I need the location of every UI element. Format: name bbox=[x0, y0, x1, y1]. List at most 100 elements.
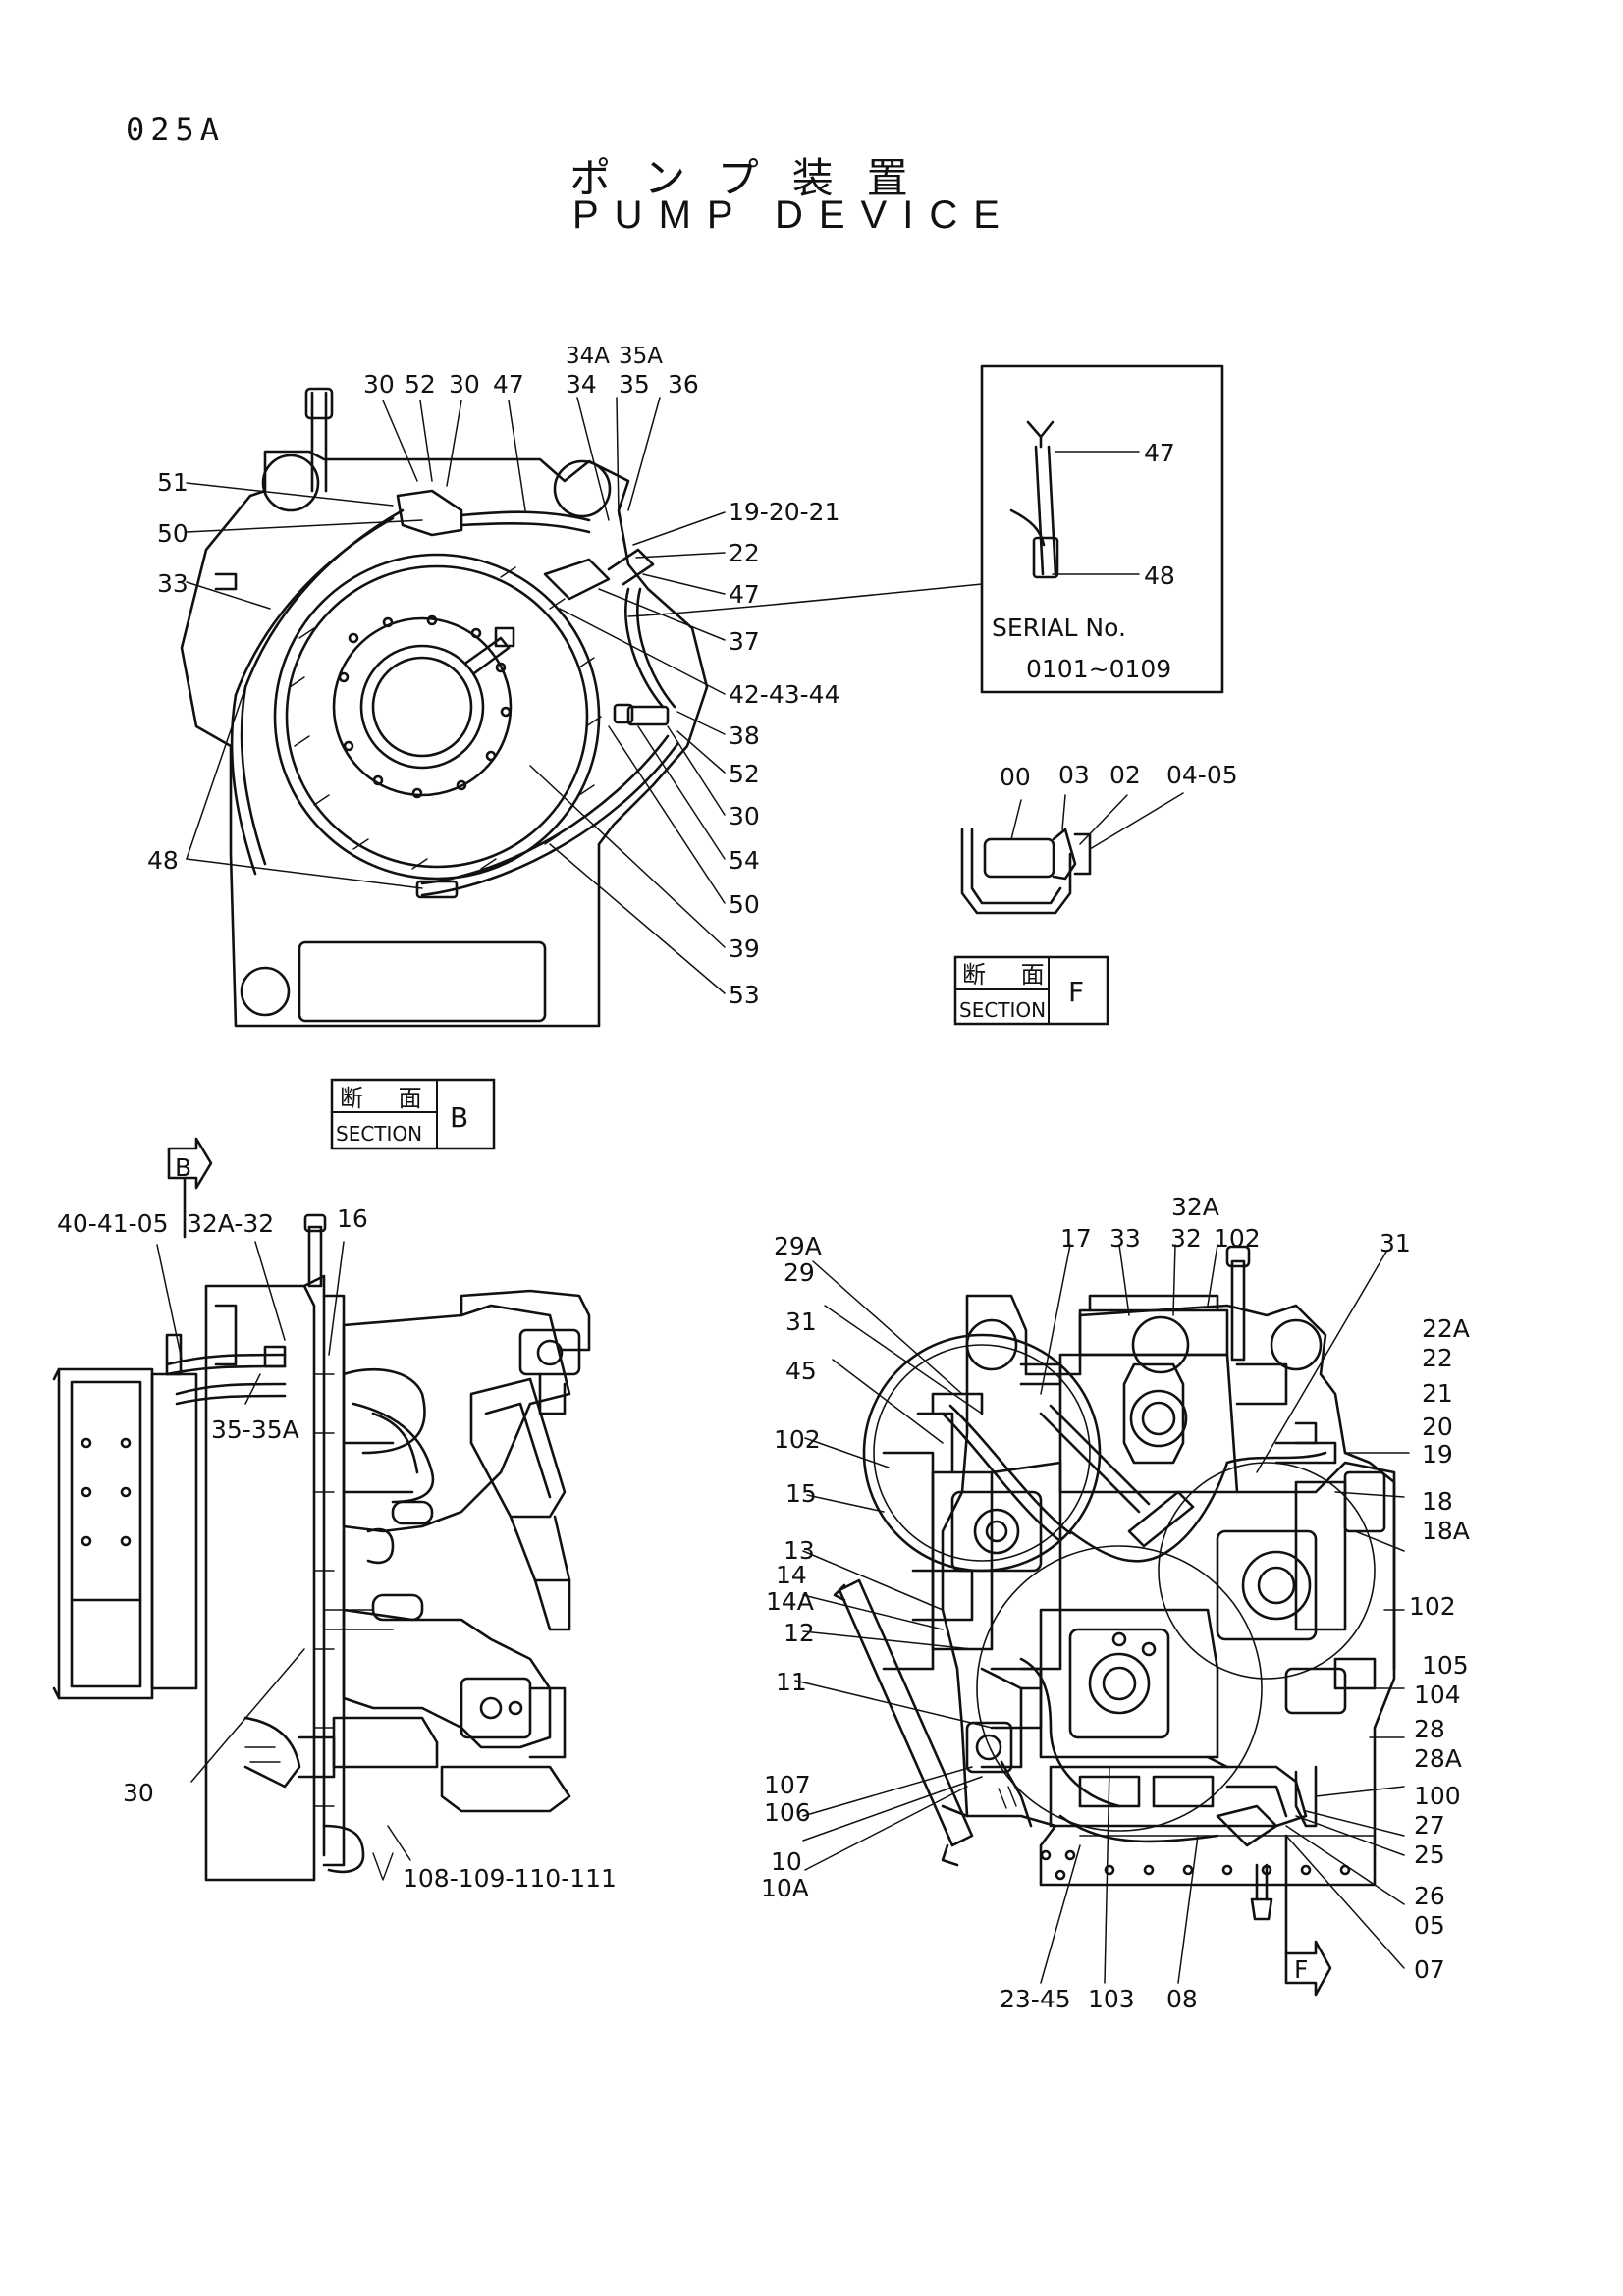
callout: 28 bbox=[1414, 1715, 1445, 1743]
callout: 32 bbox=[1170, 1224, 1202, 1253]
callout: 52 bbox=[405, 370, 436, 399]
callout: 12 bbox=[784, 1619, 815, 1647]
section-b-jp: 断 面 bbox=[340, 1085, 436, 1112]
callout: 11 bbox=[776, 1668, 807, 1696]
callout: 107 bbox=[764, 1771, 811, 1799]
callout: 102 bbox=[1409, 1592, 1456, 1621]
section-b-housing bbox=[180, 387, 709, 1028]
section-b-letter: B bbox=[450, 1101, 468, 1134]
callout: 31 bbox=[785, 1308, 817, 1336]
callout: 03 bbox=[1058, 761, 1090, 789]
section-f-arrow-letter: F bbox=[1294, 1955, 1308, 1984]
callout: 108-109-110-111 bbox=[403, 1864, 617, 1893]
callout: 51 bbox=[157, 468, 189, 497]
callout: 30 bbox=[449, 370, 480, 399]
serial-inset bbox=[627, 364, 1224, 694]
inset-serial-label: SERIAL No. bbox=[992, 614, 1126, 642]
callout: 100 bbox=[1414, 1782, 1461, 1810]
callout: 27 bbox=[1414, 1811, 1445, 1840]
callout: 13 bbox=[784, 1536, 815, 1565]
callout: 21 bbox=[1422, 1379, 1453, 1408]
callout: 40-41-05 bbox=[57, 1209, 168, 1238]
section-b-arrow bbox=[167, 1137, 213, 1239]
callout: 18 bbox=[1422, 1487, 1453, 1516]
callout: 15 bbox=[785, 1479, 817, 1508]
callout: 53 bbox=[729, 981, 760, 1009]
callout: 26 bbox=[1414, 1882, 1445, 1910]
section-f-label-box: 断 面 SECTION F bbox=[953, 955, 1109, 1026]
callout: 22 bbox=[729, 539, 760, 567]
side-view-pump bbox=[52, 1213, 591, 1882]
callout: 47 bbox=[729, 580, 760, 609]
callout: 22A bbox=[1422, 1314, 1470, 1343]
callout: 33 bbox=[157, 569, 189, 598]
front-view-callouts: 32A 29A 29 17 33 32 102 31 22A 22 21 20 … bbox=[761, 1193, 1470, 2013]
inset-serial-range: 0101~0109 bbox=[1026, 655, 1171, 683]
section-f-detail bbox=[960, 792, 1184, 915]
callout: 50 bbox=[157, 519, 189, 548]
callout: 50 bbox=[729, 890, 760, 919]
side-view-leaders bbox=[156, 1241, 411, 1861]
callout: 07 bbox=[1414, 1955, 1445, 1984]
callout: 104 bbox=[1414, 1681, 1461, 1709]
callout: 37 bbox=[729, 627, 760, 656]
callout: 103 bbox=[1088, 1985, 1135, 2013]
callout: 17 bbox=[1060, 1224, 1092, 1253]
section-f-jp: 断 面 bbox=[962, 961, 1058, 988]
title-japanese: ポンプ装置 bbox=[569, 154, 942, 202]
callout: 19 bbox=[1422, 1440, 1453, 1468]
section-b-leader-lines bbox=[186, 397, 726, 994]
inset-callout-48: 48 bbox=[1144, 561, 1175, 590]
inset-callout-47: 47 bbox=[1144, 439, 1175, 467]
callout: 38 bbox=[729, 721, 760, 750]
callout: 52 bbox=[729, 760, 760, 788]
callout: 54 bbox=[729, 846, 760, 875]
callout: 22 bbox=[1422, 1344, 1453, 1372]
callout: 20 bbox=[1422, 1413, 1453, 1441]
callout: 102 bbox=[1214, 1224, 1261, 1253]
callout: 19-20-21 bbox=[729, 498, 839, 526]
section-f-callouts: 00 03 02 04-05 bbox=[1000, 761, 1238, 791]
front-view-leaders bbox=[794, 1244, 1410, 1984]
callout: 04-05 bbox=[1166, 761, 1238, 789]
callout: 32A-32 bbox=[187, 1209, 274, 1238]
callout: 18A bbox=[1422, 1517, 1470, 1545]
callout: 32A bbox=[1171, 1193, 1219, 1221]
callout: 45 bbox=[785, 1357, 817, 1385]
section-b-en: SECTION bbox=[336, 1122, 422, 1146]
callout: 14A bbox=[766, 1587, 814, 1616]
callout: 34A bbox=[566, 344, 610, 369]
callout: 29A bbox=[774, 1232, 822, 1260]
callout: 106 bbox=[764, 1798, 811, 1827]
callout: 102 bbox=[774, 1425, 821, 1454]
callout: 02 bbox=[1109, 761, 1141, 789]
callout: 28A bbox=[1414, 1744, 1462, 1773]
callout: 35-35A bbox=[211, 1415, 299, 1444]
callout: 23-45 bbox=[1000, 1985, 1071, 2013]
callout: 35A bbox=[619, 344, 663, 369]
callout: 42-43-44 bbox=[729, 680, 839, 709]
callout: 08 bbox=[1166, 1985, 1198, 2013]
callout: 35 bbox=[619, 370, 650, 399]
callout: 29 bbox=[784, 1258, 815, 1287]
callout: 00 bbox=[1000, 763, 1031, 791]
side-view-callouts: B 40-41-05 32A-32 16 35-35A 30 108-109-1… bbox=[57, 1153, 617, 1893]
callout: 105 bbox=[1422, 1651, 1469, 1680]
callout: 34 bbox=[566, 370, 597, 399]
callout: 10A bbox=[761, 1874, 809, 1902]
callout: 30 bbox=[729, 802, 760, 830]
callout: 25 bbox=[1414, 1841, 1445, 1869]
section-f-letter: F bbox=[1068, 976, 1084, 1008]
callout: 10 bbox=[771, 1847, 802, 1876]
section-f-en: SECTION bbox=[959, 998, 1046, 1022]
section-b-callouts: 30 52 30 47 34A 35A 34 35 36 19-20-21 22… bbox=[147, 344, 839, 1009]
callout: 05 bbox=[1414, 1911, 1445, 1940]
callout: 48 bbox=[147, 846, 179, 875]
callout: 30 bbox=[123, 1779, 154, 1807]
callout: 39 bbox=[729, 934, 760, 963]
callout: 33 bbox=[1109, 1224, 1141, 1253]
callout: 47 bbox=[493, 370, 524, 399]
title-english: PUMP DEVICE bbox=[572, 193, 1015, 237]
